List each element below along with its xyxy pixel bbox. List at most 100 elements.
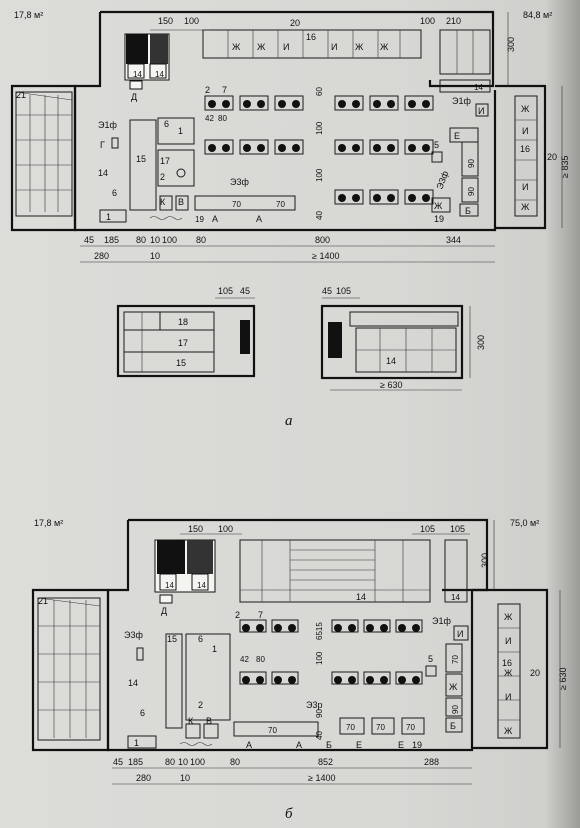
plan-a: 21 14 14 Д Ж Ж И 16 И Ж Ж 20	[10, 10, 570, 263]
plan-a-desk-17	[157, 149, 195, 187]
label-14-right: 14	[474, 83, 483, 92]
dim-100: 100	[162, 235, 177, 245]
store-16: 16	[520, 144, 530, 154]
b-dim-100b: 100	[190, 757, 205, 767]
b-label-40: 40	[315, 731, 324, 740]
b-dim-288: 288	[424, 757, 439, 767]
dim-80: 80	[136, 235, 146, 245]
label-80: 80	[218, 114, 227, 123]
detail-dim-45: 45	[240, 286, 250, 296]
store-Zh-2: Ж	[521, 202, 530, 212]
label-5: 5	[434, 140, 439, 150]
label-15: 15	[136, 154, 146, 164]
cab-Zh-4: Ж	[380, 42, 389, 52]
plan-a-bench-15	[129, 119, 157, 211]
label-I-eq: И	[478, 106, 484, 116]
label-70b: 70	[276, 200, 285, 209]
plan-a-room-small	[10, 84, 77, 232]
area-right-b: 75,0 м²	[510, 518, 539, 528]
label-e3f-right: Э3ф	[434, 169, 450, 191]
plan-a-wardrobe	[439, 29, 491, 75]
b-label-B2: Б	[450, 721, 456, 731]
cab-16: 16	[306, 32, 316, 42]
dim-800: 800	[315, 235, 330, 245]
label-e1f-right: Э1ф	[452, 96, 471, 106]
b-label-e3f: Э3ф	[124, 630, 143, 640]
b-label-1b: 1	[134, 738, 139, 748]
label-A1: А	[212, 214, 218, 224]
plan-a-lab-bench	[194, 195, 296, 211]
detail-dim-105: 105	[218, 286, 233, 296]
b-store-Zh-3: Ж	[504, 726, 513, 736]
plan-b-student-desks	[239, 619, 423, 685]
label-14b: 14	[155, 70, 164, 79]
plan-a-cabinet-16	[202, 29, 422, 59]
detail-15: 15	[176, 358, 186, 368]
detail-dim-105b: 105	[336, 286, 351, 296]
label-20-top: 20	[290, 18, 300, 28]
label-14a: 14	[133, 70, 142, 79]
b-label-2b: 2	[235, 610, 240, 620]
label-70a: 70	[232, 200, 241, 209]
b-dim-side: ≥ 630	[558, 668, 568, 690]
dim-top-100a: 100	[184, 16, 199, 26]
b-dim-105a: 105	[420, 524, 435, 534]
b-label-100: 100	[315, 651, 324, 665]
dim-45: 45	[84, 235, 94, 245]
b-label-14-right: 14	[451, 593, 460, 602]
b-dim-100: 100	[218, 524, 233, 534]
plan-b-chairs	[242, 624, 420, 684]
label-1b: 1	[106, 212, 111, 222]
cab-I-2: И	[331, 42, 337, 52]
b-dim-280: 280	[136, 773, 151, 783]
b-label-90: 90	[315, 709, 324, 718]
store-20: 20	[547, 152, 557, 162]
label-K: К	[160, 197, 166, 207]
b-label-Zh-eq: Ж	[449, 682, 458, 692]
area-left-a: 17,8 м²	[14, 10, 43, 20]
b-dim-10b: 10	[180, 773, 190, 783]
dim-280: 280	[94, 251, 109, 261]
dim-1400: ≥ 1400	[312, 251, 339, 261]
b-label-70d: 70	[406, 723, 415, 732]
b-label-D: Д	[161, 606, 167, 616]
b-label-70b: 70	[346, 723, 355, 732]
label-90a: 90	[467, 159, 476, 168]
label-B: Б	[465, 206, 471, 216]
b-store-I-1: И	[505, 636, 511, 646]
plan-b: 21 14 14 Д 14 14 Ж И 16 Ж И	[31, 518, 568, 785]
b-label-e3r: Э3р	[306, 700, 322, 710]
label-1a: 1	[178, 126, 183, 136]
label-90b: 90	[467, 187, 476, 196]
b-label-K: К	[188, 716, 194, 726]
label-Zh-eq: Ж	[434, 201, 443, 211]
cab-Zh-3: Ж	[355, 42, 364, 52]
cab-I-1: И	[283, 42, 289, 52]
dim-80b: 80	[196, 235, 206, 245]
label-G: Г	[100, 140, 105, 150]
cab-Zh-1: Ж	[232, 42, 241, 52]
plan-a-top-dims: 150 100 100 210 300	[150, 12, 516, 86]
label-19a: 19	[195, 215, 204, 224]
dim-top-210: 210	[446, 16, 461, 26]
plan-b-bottom-dims: 45 185 80 10 100 80 852 288 280 10 ≥ 140…	[112, 757, 472, 785]
dim-side-a: ≥ 835	[560, 156, 570, 178]
b-label-70a: 70	[268, 726, 277, 735]
b-label-E2: Е	[398, 740, 404, 750]
b-label-2: 2	[198, 700, 203, 710]
store-Zh-1: Ж	[521, 104, 530, 114]
b-dim-185: 185	[128, 757, 143, 767]
detail-dim-630: ≥ 630	[380, 380, 402, 390]
area-left-b: 17,8 м²	[34, 518, 63, 528]
plan-b-store-shelf	[497, 603, 521, 739]
b-store-Zh-2: Ж	[504, 668, 513, 678]
b-store-20: 20	[530, 668, 540, 678]
cab-Zh-2: Ж	[257, 42, 266, 52]
b-dim-45: 45	[113, 757, 123, 767]
store-I-2: И	[522, 182, 528, 192]
dim-top-150: 150	[158, 16, 173, 26]
detail-right: 14 45 105 300 ≥ 630	[320, 286, 486, 391]
label-D: Д	[131, 92, 137, 102]
b-label-90b: 90	[451, 705, 460, 714]
